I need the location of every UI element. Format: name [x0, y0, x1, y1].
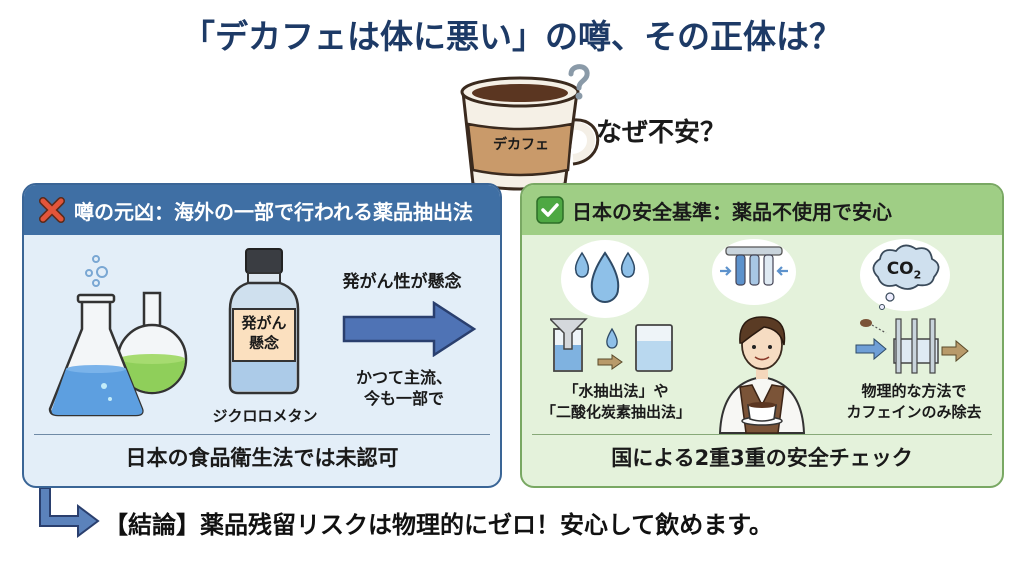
safety-panel-footer: 国による2重3重の安全チェック	[532, 434, 992, 478]
safety-panel-header: 日本の安全基準：薬品不使用で安心	[522, 185, 1002, 235]
water-extraction-process-icon	[550, 318, 673, 372]
page-title: 「デカフェは体に悪い」の噂、その正体は？	[182, 17, 842, 56]
historical-usage-text: かつて主流、 今も一部で	[355, 368, 452, 408]
extraction-methods-text: 「水抽出法」や 「二酸化炭素抽出法」	[540, 382, 691, 421]
carcinogen-concern-text: 発がん性が懸念	[342, 272, 462, 292]
safety-panel-title: 日本の安全基準：薬品不使用で安心	[572, 199, 892, 224]
conclusion-text: 【結論】薬品残留リスクは物理的にゼロ！安心して飲めます。	[104, 511, 773, 539]
water-drops-icon	[561, 240, 649, 318]
right-arrow-icon	[342, 301, 477, 357]
barista-icon	[718, 316, 806, 434]
question-text: なぜ不安？	[596, 118, 727, 148]
decaf-cup-illustration: デカフェ	[455, 62, 615, 192]
chemical-bottle-icon	[228, 248, 300, 395]
co2-cloud-icon	[860, 239, 950, 311]
coffee-cup-icon	[460, 76, 600, 191]
bubbles-icon	[85, 255, 108, 287]
flask-icon	[48, 255, 188, 417]
japan-safety-panel: 日本の安全基準：薬品不使用で安心 「水抽出法」や 「二酸化炭素抽出法」	[520, 183, 1004, 488]
question-mark-icon	[568, 64, 590, 100]
co2-label: CO2	[886, 259, 922, 282]
rumor-panel-header: 噂の元凶：海外の一部で行われる薬品抽出法	[24, 185, 500, 235]
check-mark-icon	[536, 196, 564, 224]
chemical-name: ジクロロメタン	[212, 407, 318, 425]
bottle-label: 発がん 懸念	[241, 314, 287, 352]
elbow-arrow-icon	[39, 488, 100, 538]
physical-method-text: 物理的な方法で カフェインのみ除去	[846, 382, 982, 421]
filter-icon	[712, 239, 796, 305]
rumor-panel-title: 噂の元凶：海外の一部で行われる薬品抽出法	[74, 199, 473, 224]
rumor-source-panel: 噂の元凶：海外の一部で行われる薬品抽出法 発がん 懸念 ジクロロメタン	[22, 183, 502, 488]
extraction-process-icon	[855, 318, 969, 374]
x-mark-icon	[39, 197, 65, 223]
rumor-panel-footer: 日本の食品衛生法では未認可	[34, 434, 490, 478]
cup-label: デカフェ	[493, 137, 549, 153]
